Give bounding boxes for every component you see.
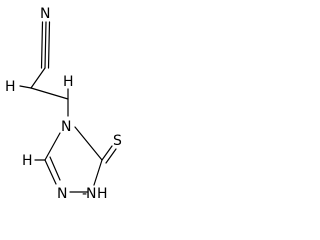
bond-c5-n4 [74,126,103,161]
bond-ch2-to-ch2 [30,87,69,100]
atom-label-ring-nh-h: H [97,186,108,202]
atom-label-sulfur: S [113,133,122,149]
bond-c5-s-double-a [101,145,113,161]
atom-label-nh-dash: - [82,186,87,202]
bond-c-h-left [19,85,32,89]
atom-label-h-left: H [5,79,16,95]
atom-label-ring-nh-n: N [86,186,96,202]
atom-label-h-upper: H [63,74,74,90]
triple-bond-line-1 [40,21,44,69]
bond-c5-s-double-b [105,148,117,164]
triple-bond-line-3 [47,21,51,69]
bond-c3-n2-double-a [44,159,57,185]
atom-label-ring-n4: N [61,119,71,135]
bond-c3-n2-double-b [49,156,61,181]
bond-cn-c-to-ch2 [30,67,46,89]
atom-label-nitrile-n: N [40,6,50,22]
atom-label-h-ring: H [22,153,33,169]
bond-n1-c5 [93,159,103,186]
bond-n4-c3 [44,132,61,161]
triple-bond-line-2 [44,21,47,69]
atom-label-ring-n1: N [57,186,67,202]
structure-diagram: N H H N H S N N H - [5,6,122,202]
